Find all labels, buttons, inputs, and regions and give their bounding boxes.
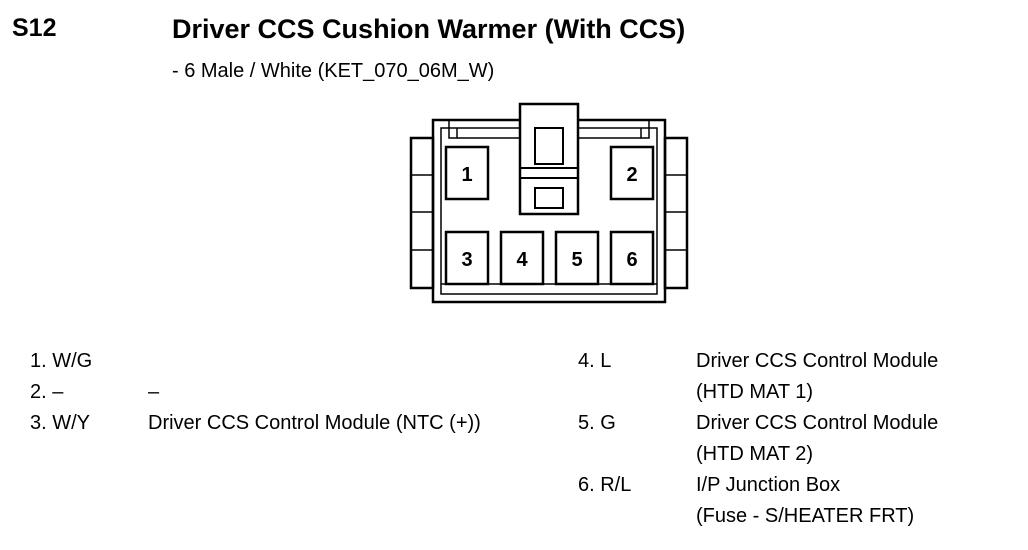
- pin-cavity-6: [609, 230, 655, 286]
- pin-list-left: 1. W/G 2. – – 3. W/Y Driver CCS Control …: [30, 346, 590, 439]
- pin-description: I/P Junction Box: [696, 474, 841, 496]
- connector-code: S12: [12, 14, 57, 42]
- pin-number-2: 2: [626, 164, 637, 186]
- pin-wire: 2. –: [30, 381, 64, 403]
- pin-row-5: 5. G Driver CCS Control Module: [578, 408, 1018, 439]
- pin-cavity-5: [554, 230, 600, 286]
- connector-subtitle: - 6 Male / White (KET_070_06M_W): [172, 60, 495, 82]
- connector-right-tab: [663, 136, 689, 290]
- pin-row-6: 6. R/L I/P Junction Box: [578, 470, 1018, 501]
- pin-number-5: 5: [571, 249, 582, 271]
- pin-row-4: 4. L Driver CCS Control Module: [578, 346, 1018, 377]
- pin-number-4: 4: [516, 249, 528, 271]
- pin-wire: 4. L: [578, 350, 612, 372]
- pin-cavity-1: [444, 145, 490, 201]
- pin-row-6-cont: (Fuse - S/HEATER FRT): [578, 501, 1018, 532]
- connector-title: Driver CCS Cushion Warmer (With CCS): [172, 14, 686, 44]
- pin-wire: 3. W/Y: [30, 412, 91, 434]
- pin-description: (Fuse - S/HEATER FRT): [696, 505, 915, 527]
- pin-row-1: 1. W/G: [30, 346, 590, 377]
- pin-description: –: [148, 381, 160, 403]
- pin-number-6: 6: [626, 249, 637, 271]
- pin-row-3: 3. W/Y Driver CCS Control Module (NTC (+…: [30, 408, 590, 439]
- pin-wire: 1. W/G: [30, 350, 93, 372]
- pin-cavity-3: [444, 230, 490, 286]
- pin-row-5-cont: (HTD MAT 2): [578, 439, 1018, 470]
- pin-number-1: 1: [461, 164, 472, 186]
- pin-cavity-2: [609, 145, 655, 201]
- pin-description: Driver CCS Control Module: [696, 350, 939, 372]
- pin-row-2: 2. – –: [30, 377, 590, 408]
- pin-wire: 5. G: [578, 412, 616, 434]
- connector-left-tab: [409, 136, 435, 290]
- pin-description: Driver CCS Control Module: [696, 412, 939, 434]
- pin-wire: 6. R/L: [578, 474, 632, 496]
- pin-cavity-4: [499, 230, 545, 286]
- pin-number-3: 3: [461, 249, 472, 271]
- connector-latch: [518, 102, 580, 216]
- pin-description: (HTD MAT 1): [696, 381, 814, 403]
- pin-list-right: 4. L Driver CCS Control Module (HTD MAT …: [578, 346, 1018, 532]
- pin-row-4-cont: (HTD MAT 1): [578, 377, 1018, 408]
- pin-description: Driver CCS Control Module (NTC (+)): [148, 412, 481, 434]
- pin-description: (HTD MAT 2): [696, 443, 814, 465]
